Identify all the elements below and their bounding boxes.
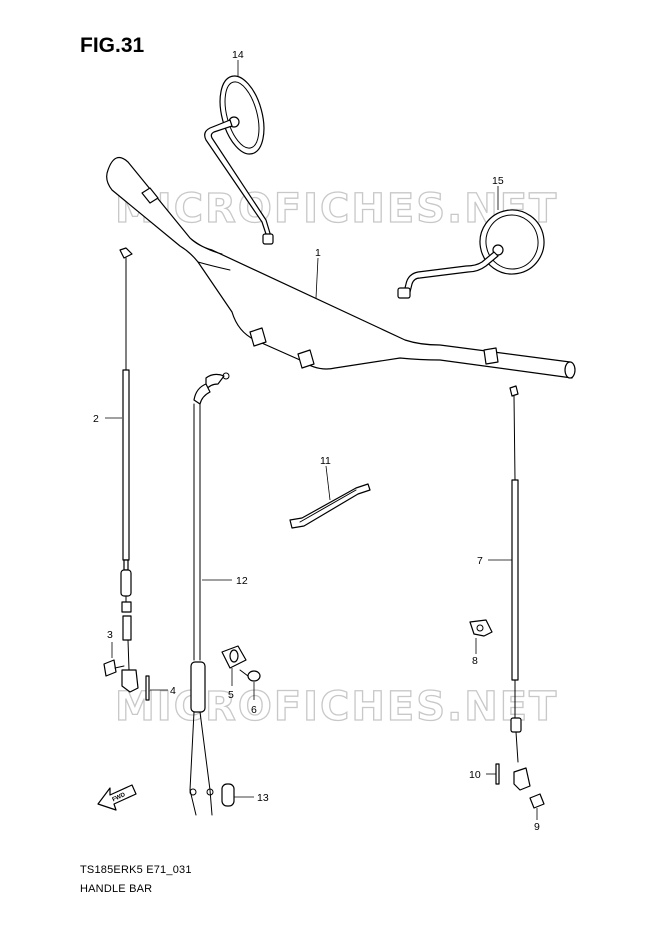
screw-6: [239, 669, 261, 682]
callout-2: 2: [93, 413, 99, 425]
model-code: TS185ERK5 E71_031: [80, 864, 192, 876]
forward-arrow: FWD: [97, 784, 137, 811]
callout-13: 13: [257, 792, 269, 804]
callout-14: 14: [232, 49, 244, 61]
callout-6: 6: [251, 704, 257, 716]
callout-15: 15: [492, 175, 504, 187]
callout-3: 3: [107, 629, 113, 641]
pin-10: [495, 763, 500, 785]
cable-12: [189, 372, 230, 816]
section-name: HANDLE BAR: [80, 883, 153, 895]
handle-bar: [106, 156, 576, 379]
bolt-3: [103, 659, 125, 677]
callout-11: 11: [320, 455, 331, 467]
strap-11: [289, 483, 371, 529]
callout-7: 7: [477, 555, 483, 567]
callout-4: 4: [170, 685, 176, 697]
mirror-left: [204, 75, 274, 245]
forward-arrow-label: FWD: [112, 792, 128, 803]
pin-4: [145, 675, 150, 701]
callout-8: 8: [472, 655, 478, 667]
watermark-top: MICROFICHES.NET: [115, 186, 558, 232]
callout-9: 9: [534, 821, 540, 833]
mirror-right: [397, 209, 545, 299]
cable-2: [119, 247, 139, 693]
bolt-9: [529, 793, 545, 809]
callout-10: 10: [469, 769, 481, 781]
boot-13: [221, 783, 235, 807]
clamp-5: [221, 645, 247, 669]
holder-8: [469, 619, 493, 637]
figure-number: FIG.31: [80, 34, 145, 57]
callout-12: 12: [236, 575, 248, 587]
callout-5: 5: [228, 689, 234, 701]
watermark-bottom: MICROFICHES.NET: [115, 684, 558, 730]
cable-7: [509, 385, 531, 791]
callout-1: 1: [315, 247, 321, 259]
